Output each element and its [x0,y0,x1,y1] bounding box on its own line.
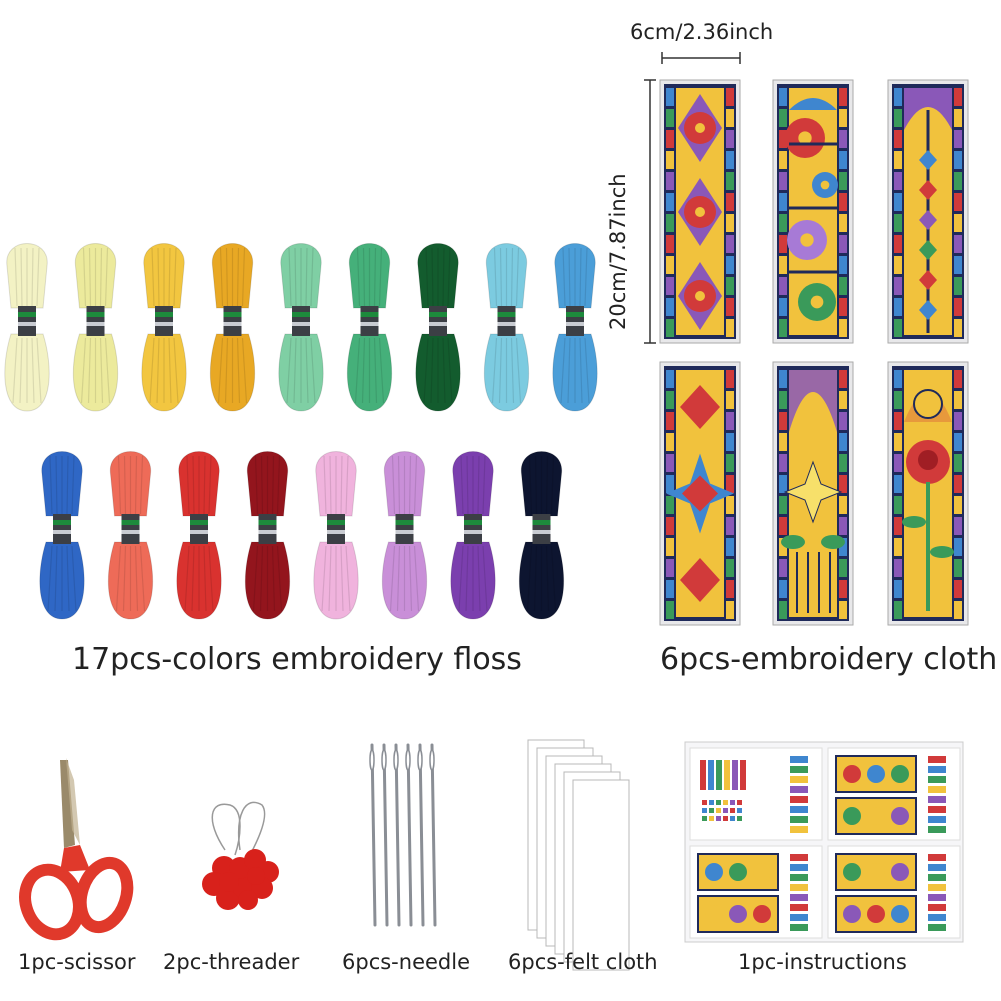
embroidery-cloth-bookmark [887,79,969,344]
felt-cloth-icon [527,739,630,971]
floss-skein [72,243,119,412]
floss-skein [518,451,565,620]
floss-skein [450,451,496,620]
threader-icon [202,801,279,910]
embroidery-cloth-bookmark [772,79,854,344]
floss-skein [415,243,461,412]
floss-skein [4,243,50,412]
scissor-icon [19,758,134,941]
embroidery-cloth-bookmark [772,361,854,626]
instructions-caption: 1pc-instructions [738,950,907,974]
felt-caption: 6pcs-felt cloth [508,950,658,974]
floss-skein [176,451,222,620]
instructions-icon [684,741,964,943]
floss-skein [552,243,598,412]
floss-skein [209,243,256,412]
floss-skein [483,243,530,412]
width-label: 6cm/2.36inch [630,20,774,44]
embroidery-cloth-bookmark [659,361,741,626]
embroidery-cloth-bookmark [887,361,969,626]
height-dimension-line [644,79,656,344]
width-dimension-line [661,52,741,64]
threader-caption: 2pc-threader [163,950,300,974]
needle-caption: 6pcs-needle [342,950,470,974]
embroidery-cloth-bookmark [659,79,741,344]
height-label: 20cm/7.87inch [606,173,630,330]
floss-skein [141,243,187,412]
floss-skein [278,243,324,412]
floss-skein [244,451,291,620]
floss-skein [381,451,428,620]
floss-skein [107,451,154,620]
floss-skein [346,243,393,412]
floss-caption: 17pcs-colors embroidery floss [72,642,522,677]
scissor-caption: 1pc-scissor [18,950,136,974]
floss-skein [313,451,359,620]
floss-skein [39,451,85,620]
cloth-caption: 6pcs-embroidery cloth [660,642,998,677]
needle-icon [369,743,437,927]
